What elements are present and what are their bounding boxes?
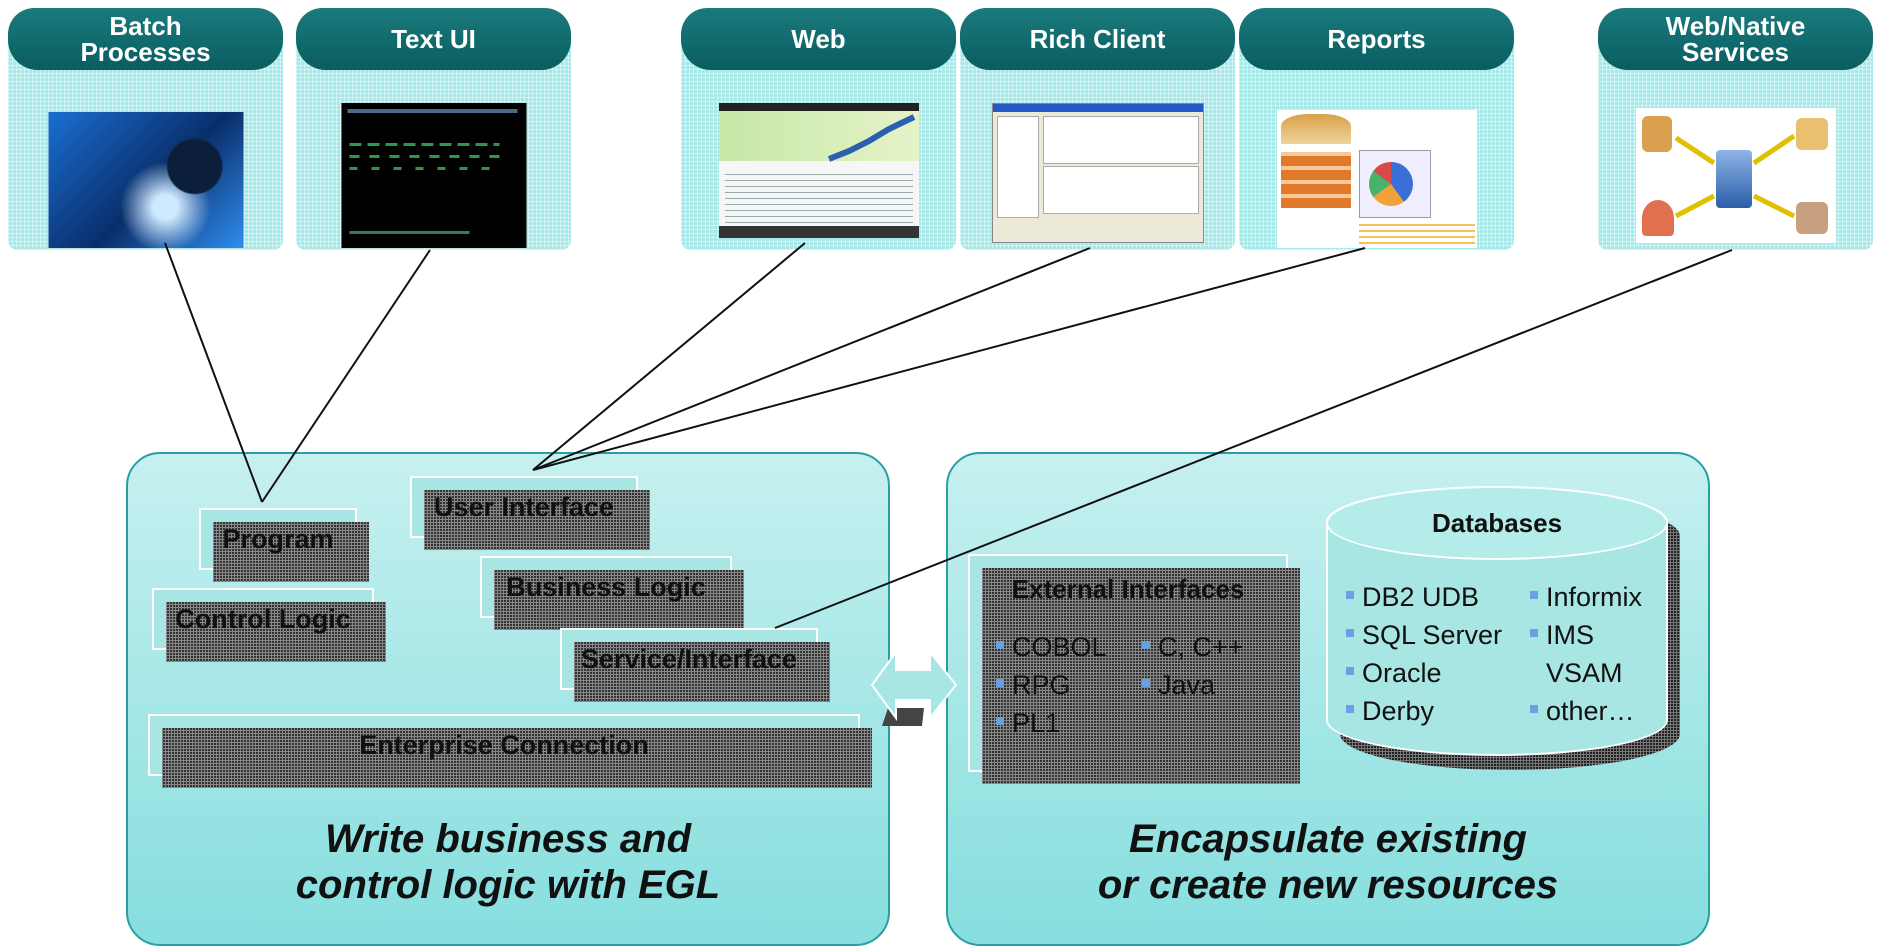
tile-reports: Reports [1239,8,1514,250]
connector-textui [261,249,431,503]
cylinder-top [1326,486,1668,560]
tile-rich-client: Rich Client [960,8,1235,250]
tile-batch-processes: Batch Processes [8,8,283,250]
business-logic-label: Business Logic [506,571,706,602]
program-label: Program [222,523,334,554]
left-caption-line1: Write business and [324,817,691,861]
tile-text-ui: Text UI [296,8,571,250]
connector-richclient [532,247,1091,471]
database-item: VSAM [1546,658,1623,688]
database-item: Oracle [1346,654,1502,692]
tile-title: Rich Client [960,8,1235,70]
user-interface-box: User Interface [410,476,650,550]
database-item: Derby [1346,692,1502,730]
services-network-image [1635,108,1836,243]
business-logic-box: Business Logic [480,556,744,630]
connector-web [532,242,806,471]
desktop-app-image [991,103,1204,243]
external-item: Java [1142,666,1244,704]
database-item: SQL Server [1346,616,1502,654]
tile-title: Text UI [296,8,571,70]
service-interface-box: Service/Interface [560,628,830,702]
egl-logic-panel: Program Control Logic User Interface Bus… [126,452,890,946]
enterprise-connection-label: Enterprise Connection [359,729,649,760]
user-interface-label: User Interface [433,491,615,522]
external-item: PL1 [996,704,1107,742]
databases-cylinder: Databases DB2 UDB SQL Server Oracle Derb… [1326,486,1680,770]
web-page-image [718,103,919,238]
tile-title: Web [681,8,956,70]
terminal-screen-image [341,103,526,248]
right-caption-line2: or create new resources [1097,863,1559,907]
database-item: Informix [1530,578,1642,616]
program-box: Program [199,508,369,582]
tile-title: Web/Native Services [1598,8,1873,70]
control-logic-label: Control Logic [175,603,351,634]
external-item: COBOL [996,628,1107,666]
right-caption-line1: Encapsulate existing [1129,817,1527,861]
tile-web: Web [681,8,956,250]
databases-title: Databases [1431,508,1563,538]
external-item: RPG [996,666,1107,704]
database-item: DB2 UDB [1346,578,1502,616]
external-interfaces-title: External Interfaces [1011,574,1245,604]
connector-batch [164,242,263,503]
left-caption-line2: control logic with EGL [295,863,721,907]
right-caption: Encapsulate existing or create new resou… [948,816,1708,908]
database-item: IMS [1530,616,1642,654]
control-logic-box: Control Logic [152,588,386,662]
report-chart-image [1276,110,1477,248]
connector-reports [532,247,1366,471]
gears-image [48,112,243,248]
bidirectional-arrow-icon [870,648,958,726]
left-caption: Write business and control logic with EG… [128,816,888,908]
external-item: C, C++ [1142,628,1244,666]
database-item: other… [1530,692,1642,730]
tile-title: Reports [1239,8,1514,70]
enterprise-connection-box: Enterprise Connection [148,714,872,788]
tile-title: Batch Processes [8,8,283,70]
connector-services [774,249,1733,629]
resources-panel: External Interfaces COBOL RPG PL1 C, C++… [946,452,1710,946]
tile-web-native-services: Web/Native Services [1598,8,1873,250]
external-interfaces-box: External Interfaces COBOL RPG PL1 C, C++… [968,554,1300,784]
service-interface-label: Service/Interface [580,643,798,674]
